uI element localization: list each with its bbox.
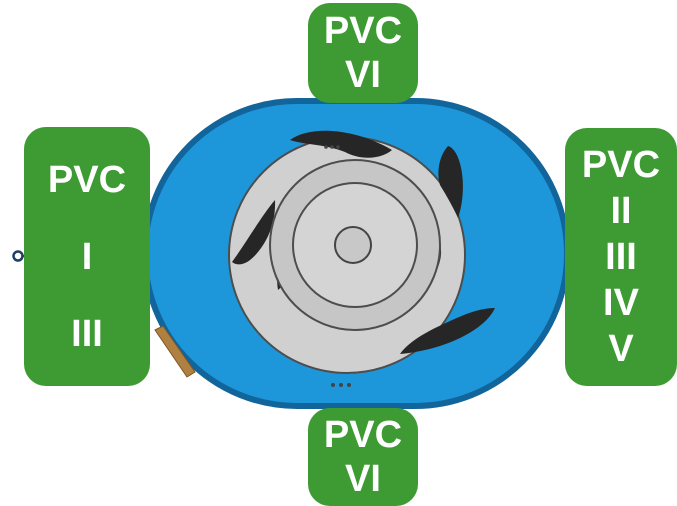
vane-left (232, 200, 276, 265)
label-top-line-2: VI (345, 54, 381, 96)
label-bottom-line-1: PVC (323, 414, 403, 456)
label-right-line-1: PVC (581, 144, 661, 186)
label-box-left: PVC I III (24, 127, 150, 386)
vane-bottom-right (400, 308, 495, 354)
label-right-line-3: III (605, 236, 637, 278)
bolt-dot (330, 145, 334, 149)
label-right-line-2: II (610, 190, 632, 232)
label-left-line-1: PVC (47, 158, 127, 201)
inlet-pin (12, 250, 24, 262)
bolt-dot (331, 383, 335, 387)
label-right-line-5: V (608, 328, 634, 370)
label-bottom-line-2: VI (345, 458, 381, 500)
rotor-assembly (228, 130, 495, 387)
label-box-top: PVC VI (308, 3, 418, 103)
label-top-line-1: PVC (323, 10, 403, 52)
bolt-dot (324, 145, 328, 149)
label-left-line-3: III (71, 312, 103, 355)
bolt-dot (347, 383, 351, 387)
vane-top-right (438, 146, 463, 218)
rotor-hub (334, 226, 372, 264)
label-box-bottom: PVC VI (308, 408, 418, 506)
vane-top (290, 130, 392, 158)
bolt-dot (336, 145, 340, 149)
label-right-line-4: IV (603, 282, 639, 324)
bolt-dot (339, 383, 343, 387)
port-fitting (154, 325, 196, 378)
label-box-right: PVC II III IV V (565, 128, 677, 386)
label-left-line-2: I (81, 235, 93, 278)
